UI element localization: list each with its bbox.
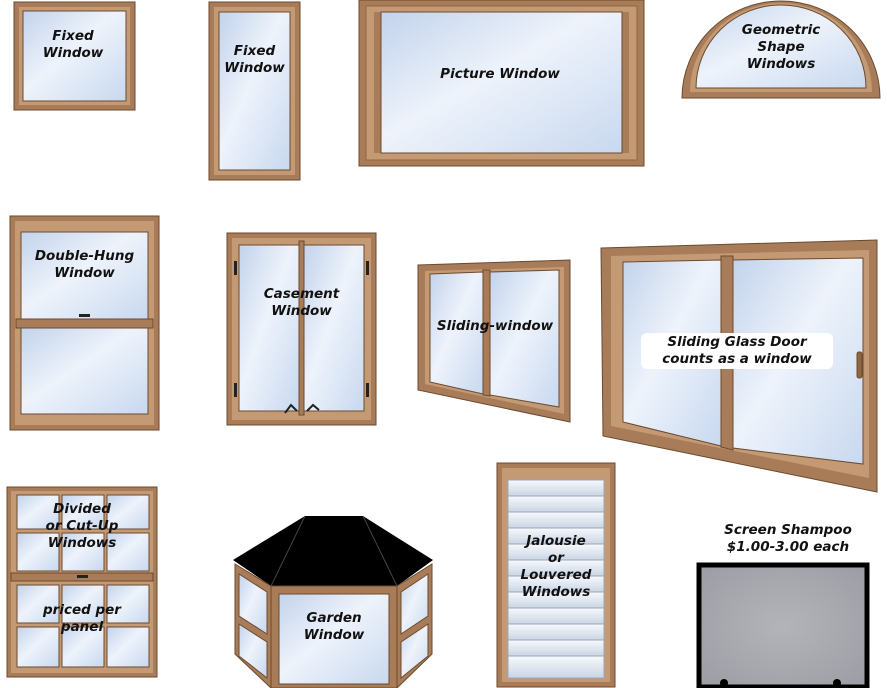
divided-window: Divided or Cut-Up Windows priced per pan…: [6, 486, 158, 678]
screen-shampoo-title: Screen Shampoo: [724, 522, 852, 538]
double-hung-window: Double-Hung Window: [9, 215, 160, 431]
geometric-window-drawing: [681, 0, 881, 99]
sliding-glass-door: Sliding Glass Door counts as a window: [600, 239, 879, 493]
double-hung-window-drawing: [9, 215, 160, 431]
casement-window-drawing: [226, 232, 377, 426]
casement-window: Casement Window: [226, 232, 377, 426]
sliding-window: Sliding-window: [417, 259, 572, 423]
screen-shampoo-price: $1.00-3.00 each: [726, 539, 850, 555]
louver-slats: [507, 479, 605, 679]
screen-clip-left: [720, 679, 728, 687]
garden-window: Garden Window: [233, 515, 434, 688]
jalousie-window-drawing: [496, 462, 616, 688]
divided-window-drawing: [6, 486, 158, 678]
screen-clip-right: [833, 679, 841, 687]
fixed-window-small: Fixed Window: [13, 1, 136, 111]
geometric-window: Geometric Shape Windows: [681, 0, 881, 99]
sliding-window-drawing: [417, 259, 571, 423]
garden-window-drawing: [233, 515, 433, 688]
picture-window: Picture Window: [358, 0, 645, 167]
sliding-glass-door-drawing: [600, 239, 878, 493]
picture-window-drawing: [358, 0, 645, 167]
screen-panel-drawing: [696, 562, 870, 688]
fixed-window-small-drawing: [13, 1, 136, 111]
fixed-window-tall-drawing: [208, 1, 301, 181]
jalousie-window: Jalousie or Louvered Windows: [496, 462, 616, 688]
fixed-window-tall: Fixed Window: [208, 1, 301, 181]
screen-panel: [696, 562, 870, 688]
